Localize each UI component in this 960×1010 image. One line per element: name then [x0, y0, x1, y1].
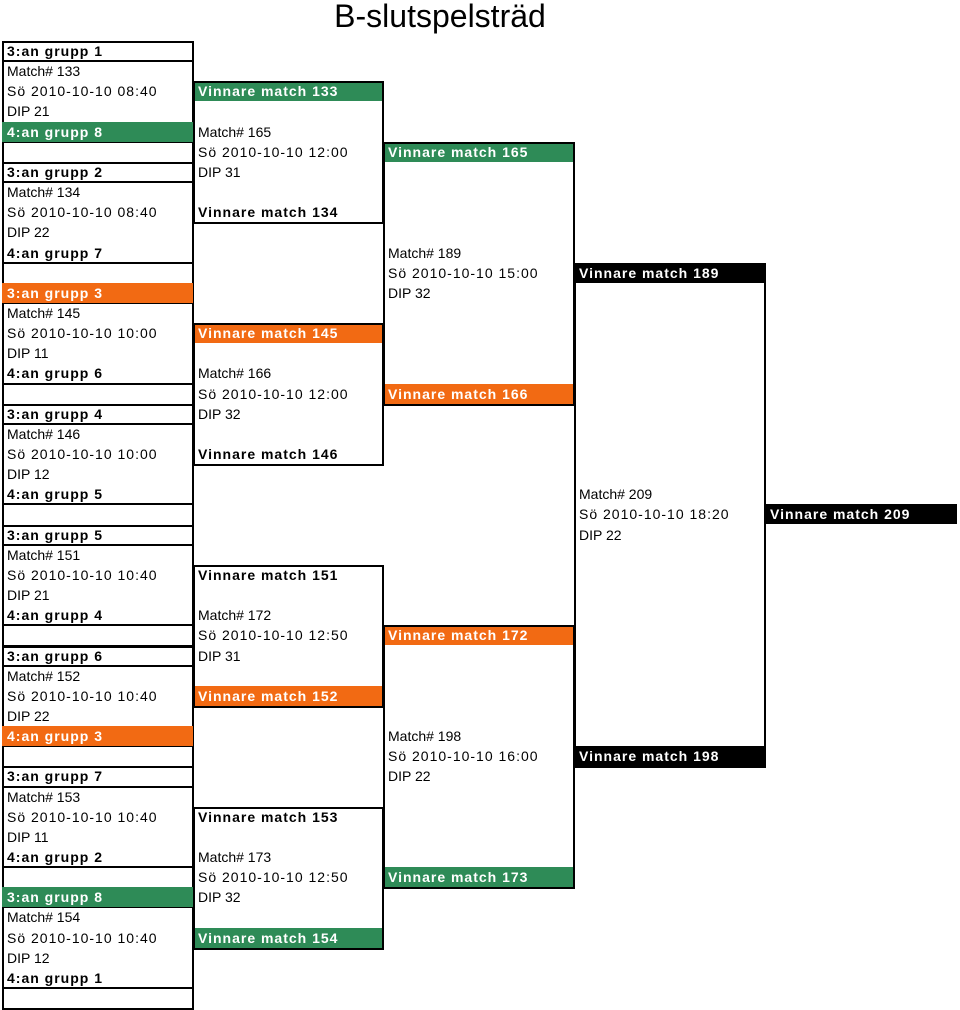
match-number: Match# 133	[7, 63, 81, 80]
team-label: 3:an grupp 4	[7, 405, 104, 422]
row-divider	[2, 382, 193, 385]
team-label: 4:an grupp 3	[2, 726, 193, 747]
match-number: Match# 173	[198, 849, 272, 865]
match-number: Match# 134	[7, 184, 81, 201]
team-label: 4:an grupp 7	[7, 244, 104, 261]
match-field: DIP 32	[198, 889, 241, 906]
match-number: Match# 145	[7, 304, 81, 321]
match-field: DIP 31	[198, 647, 241, 664]
row-divider	[2, 906, 193, 909]
match-number: Match# 165	[198, 123, 272, 140]
page-title: B-slutspelsträd	[334, 0, 546, 34]
match-field: DIP 31	[198, 163, 241, 180]
team-label: 3:an grupp 3	[2, 282, 193, 303]
winner-label: Vinnare match 146	[198, 446, 339, 462]
match-number: Match# 153	[7, 788, 81, 805]
match-time: Sö 2010-10-10 10:40	[7, 566, 158, 583]
match-field: DIP 11	[7, 345, 49, 362]
team-label: 4:an grupp 5	[7, 486, 104, 503]
match-field: DIP 21	[7, 587, 50, 604]
match-field: DIP 22	[7, 707, 50, 724]
team-label: 3:an grupp 7	[7, 768, 104, 785]
match-field: DIP 22	[579, 526, 622, 543]
team-label: 4:an grupp 4	[7, 607, 104, 624]
winner-label: Vinnare match 151	[198, 566, 339, 583]
match-time: Sö 2010-10-10 10:40	[7, 929, 158, 946]
row-divider	[2, 422, 193, 425]
winner-label: Vinnare match 198	[574, 746, 766, 767]
match-field: DIP 11	[7, 828, 49, 845]
match-number: Match# 209	[579, 486, 653, 503]
row-divider	[2, 624, 193, 627]
team-label: 3:an grupp 5	[7, 526, 104, 543]
row-divider	[2, 261, 193, 264]
row-divider	[2, 140, 193, 143]
winner-label: Vinnare match 154	[193, 927, 383, 948]
winner-label: Vinnare match 189	[574, 262, 766, 283]
match-time: Sö 2010-10-10 08:40	[7, 83, 158, 100]
match-time: Sö 2010-10-10 12:00	[198, 143, 349, 160]
winner-label: Vinnare match 173	[383, 867, 574, 888]
match-field: DIP 22	[388, 768, 431, 785]
winner-label: Vinnare match 152	[193, 685, 383, 706]
row-divider	[2, 543, 193, 546]
match-number: Match# 146	[7, 425, 81, 442]
match-time: Sö 2010-10-10 12:50	[198, 627, 349, 644]
match-time: Sö 2010-10-10 10:40	[7, 808, 158, 825]
team-label: 4:an grupp 6	[7, 365, 104, 382]
row-divider	[2, 301, 193, 304]
match-time: Sö 2010-10-10 18:20	[579, 506, 730, 523]
match-number: Match# 154	[7, 909, 81, 926]
winner-label: Vinnare match 153	[198, 808, 339, 825]
team-label: 3:an grupp 2	[7, 163, 104, 180]
match-time: Sö 2010-10-10 12:00	[198, 385, 349, 402]
row-divider	[2, 60, 193, 63]
winner-label: Vinnare match 165	[383, 141, 574, 162]
match-number: Match# 151	[7, 546, 81, 563]
match-field: DIP 12	[7, 466, 50, 483]
winner-label: Vinnare match 133	[193, 81, 383, 102]
winner-label: Vinnare match 209	[765, 504, 957, 525]
match-time: Sö 2010-10-10 10:40	[7, 687, 158, 704]
match-time: Sö 2010-10-10 08:40	[7, 204, 158, 221]
match-number: Match# 189	[388, 244, 462, 261]
match-field: DIP 22	[7, 224, 50, 241]
match-number: Match# 152	[7, 667, 81, 684]
row-divider	[2, 866, 193, 869]
row-divider	[2, 987, 193, 990]
match-time: Sö 2010-10-10 10:00	[7, 446, 158, 462]
team-label: 3:an grupp 8	[2, 887, 193, 908]
team-label: 4:an grupp 1	[7, 969, 104, 986]
winner-label: Vinnare match 145	[193, 323, 383, 344]
match-field: DIP 21	[7, 103, 50, 120]
winner-label: Vinnare match 172	[383, 625, 574, 646]
match-time: Sö 2010-10-10 12:50	[198, 869, 349, 886]
row-divider	[2, 503, 193, 506]
team-label: 4:an grupp 8	[2, 121, 193, 142]
match-number: Match# 166	[198, 365, 272, 382]
team-label: 3:an grupp 1	[7, 43, 104, 59]
winner-label: Vinnare match 134	[198, 204, 339, 221]
match-number: Match# 172	[198, 607, 272, 624]
match-number: Match# 198	[388, 728, 462, 745]
match-time: Sö 2010-10-10 15:00	[388, 264, 539, 281]
team-label: 3:an grupp 6	[7, 647, 104, 664]
match-field: DIP 12	[7, 949, 50, 966]
row-divider	[2, 785, 193, 788]
match-time: Sö 2010-10-10 16:00	[388, 748, 539, 765]
row-divider	[2, 181, 193, 184]
row-divider	[2, 745, 193, 748]
row-divider	[2, 664, 193, 667]
winner-label: Vinnare match 166	[383, 383, 574, 404]
match-field: DIP 32	[388, 284, 431, 301]
team-label: 4:an grupp 2	[7, 849, 104, 865]
match-field: DIP 32	[198, 405, 241, 422]
match-time: Sö 2010-10-10 10:00	[7, 325, 158, 342]
